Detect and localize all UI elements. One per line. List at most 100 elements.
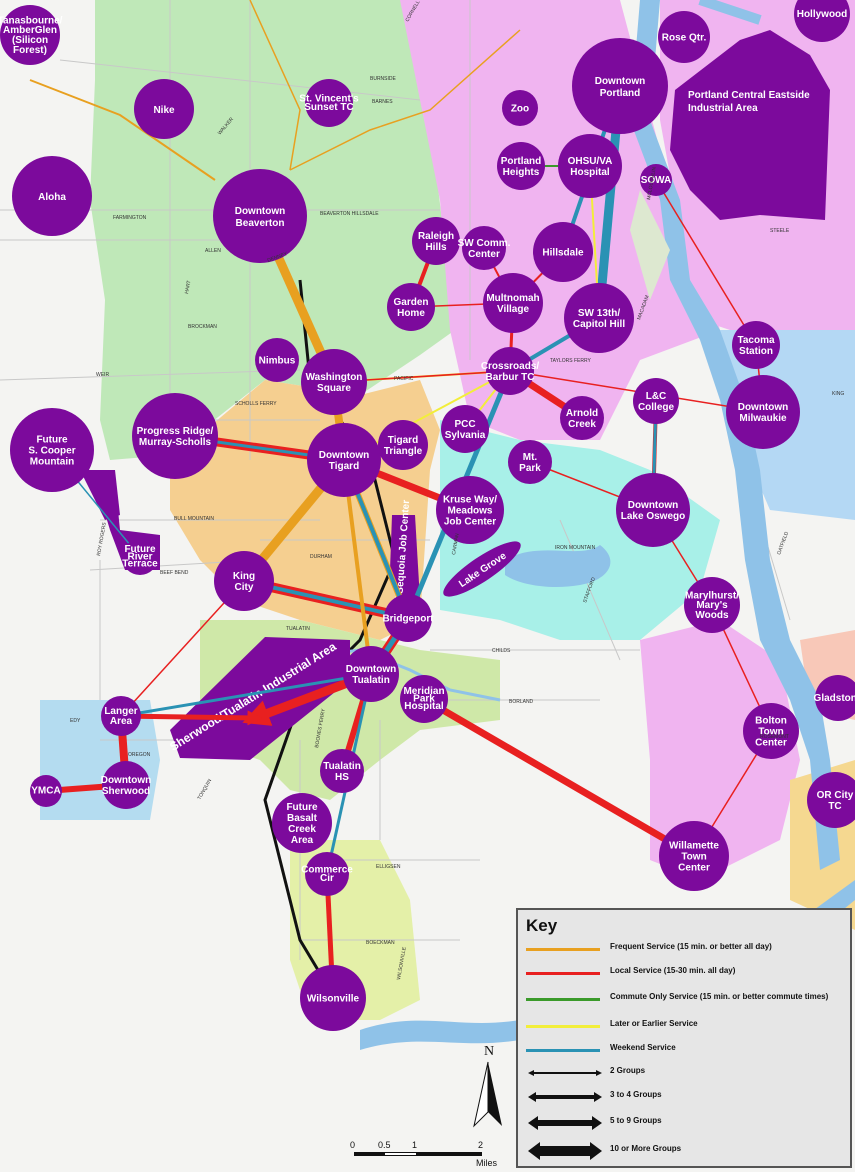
node-label-downtown-tualatin: Downtown [346, 664, 397, 675]
node-crossroads-barbur[interactable]: Crossroads/Barbur TC [481, 347, 540, 395]
link-sherwood-ind-langer-area-local [113, 708, 263, 726]
node-label-downtown-tualatin: Tualatin [352, 675, 390, 686]
node-label-portland-heights: Heights [503, 167, 540, 178]
node-label-marylhurst: Mary's [696, 600, 728, 611]
node-sw-13th-capitol-hill[interactable]: SW 13th/Capitol Hill [564, 283, 634, 353]
node-label-sw-13th-capitol-hill: Capitol Hill [573, 319, 625, 330]
node-circle-downtown-portland [572, 38, 668, 134]
node-label-lc-college: College [638, 402, 675, 413]
north-label: N [484, 1044, 495, 1059]
node-label-willamette-town-center: Center [678, 863, 710, 874]
street-label: WEIR [96, 372, 109, 378]
node-circle-nimbus [255, 338, 299, 382]
node-nimbus[interactable]: Nimbus [255, 338, 299, 382]
node-label-marylhurst: Marylhurst/ [685, 590, 739, 601]
node-label-portland-heights: Portland [501, 156, 542, 167]
node-label-future-cooper-mountain: Mountain [30, 457, 74, 468]
node-progress-ridge[interactable]: Progress Ridge/Murray-Scholls [132, 393, 218, 479]
node-gladstone[interactable]: Gladstone [814, 675, 855, 721]
node-label-downtown-lake-oswego: Lake Oswego [621, 511, 685, 522]
node-label-arnold-creek: Creek [568, 419, 596, 430]
street-label: OREGON [128, 752, 151, 758]
node-circle-commerce-cir [305, 852, 349, 896]
scale-bar: 0 0.5 1 2 Miles [350, 1140, 500, 1170]
street-label: HART [184, 280, 192, 294]
street-label: FARMINGTON [113, 215, 147, 221]
node-mt-park[interactable]: Mt.Park [508, 440, 552, 484]
street-label: BURNSIDE [370, 76, 397, 82]
scale-unit: Miles [476, 1158, 498, 1168]
street-label: CARMAN [451, 533, 461, 556]
node-circle-multnomah-village [483, 273, 543, 333]
street-label: IRON MOUNTAIN [555, 545, 596, 551]
node-bridgeport[interactable]: Bridgeport [382, 594, 434, 642]
node-zoo[interactable]: Zoo [502, 90, 538, 126]
node-sw-comm-center[interactable]: SW Comm.Center [458, 226, 511, 270]
columbia-slough [698, 0, 762, 25]
node-rose-qtr[interactable]: Rose Qtr. [658, 11, 710, 63]
north-arrow: N [470, 1044, 506, 1128]
node-label-kruse-way: Meadows [447, 506, 492, 517]
central-eastside-label: Portland Central Eastside [688, 90, 810, 101]
key-row-5-9-groups: 5 to 9 Groups [526, 1116, 846, 1130]
node-circle-bridgeport [384, 594, 432, 642]
street-label: BEEF BEND [160, 570, 189, 576]
node-hillsdale[interactable]: Hillsdale [533, 222, 593, 282]
link-meridian-park-willamette-town-center-local [414, 693, 704, 862]
commute-swatch [526, 998, 600, 1001]
node-label-tanasbourne: (Silicon [12, 35, 48, 46]
10-groups-label: 10 or More Groups [610, 1144, 682, 1153]
node-aloha[interactable]: Aloha [12, 156, 92, 236]
key-row-10-groups: 10 or More Groups [526, 1142, 846, 1160]
node-label-marylhurst: Woods [695, 610, 729, 621]
node-hollywood[interactable]: Hollywood [794, 0, 850, 42]
street-label: OATFIELD [776, 531, 790, 556]
node-wilsonville[interactable]: Wilsonville [300, 965, 366, 1031]
node-nike[interactable]: Nike [134, 79, 194, 139]
node-circle-downtown-beaverton [213, 169, 307, 263]
node-circle-ymca [30, 775, 62, 807]
node-label-downtown-tigard: Downtown [319, 450, 370, 461]
node-label-kruse-way: Job Center [444, 517, 496, 528]
node-ymca[interactable]: YMCA [30, 775, 62, 807]
node-circle-downtown-tigard [307, 423, 381, 497]
node-sowa[interactable]: SOWA [640, 164, 672, 196]
street-label: BORLAND [509, 699, 534, 705]
node-label-tacoma-station: Station [739, 346, 773, 357]
node-circle-sowa [640, 164, 672, 196]
